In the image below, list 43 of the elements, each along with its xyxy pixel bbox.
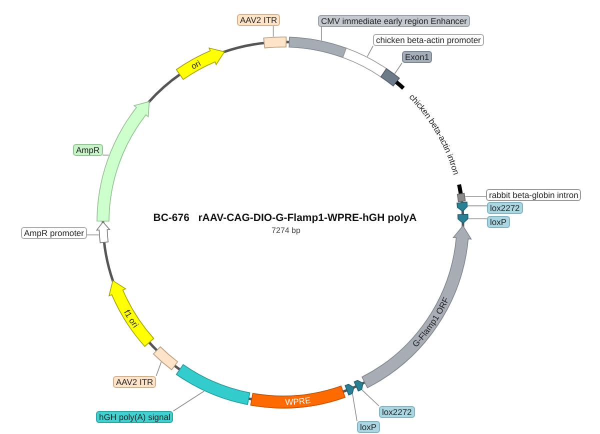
- leader-line: [464, 196, 486, 197]
- feature-label: AAV2 ITR: [237, 14, 280, 26]
- feature-label: hGH poly(A) signal: [96, 411, 174, 423]
- feature-label: Exon1: [402, 51, 432, 63]
- gene-feature-block: [96, 222, 110, 244]
- feature-label: rabbit beta-globin intron: [486, 189, 582, 201]
- site-marker: [456, 202, 468, 212]
- leader-line: [321, 26, 322, 41]
- feature-label: CMV immediate early region Enhancer: [318, 15, 470, 27]
- sequence-length: 7274 bp: [272, 226, 300, 236]
- map-title: BC-676 rAAV-CAG-DIO-G-Flamp1-WPRE-hGH polyA: [153, 212, 417, 224]
- feature-label: AmpR: [73, 144, 103, 156]
- feature-label: loxP: [487, 216, 510, 228]
- leader-line: [352, 394, 358, 422]
- feature-label: lox2272: [379, 406, 415, 418]
- feature-label: AmpR promoter: [21, 227, 87, 239]
- leader-line: [394, 62, 402, 74]
- leader-line: [468, 205, 488, 206]
- leader-line: [156, 362, 162, 376]
- site-marker: [354, 380, 364, 392]
- site-marker: [344, 384, 354, 396]
- feature-label: chicken beta-actin promoter: [373, 34, 484, 46]
- leader-line: [366, 46, 374, 58]
- feature-label: AAV2 ITR: [113, 376, 156, 388]
- feature-label: lox2272: [487, 202, 523, 214]
- leader-line: [468, 218, 488, 220]
- leader-line: [362, 390, 380, 406]
- feature-segment: [342, 48, 387, 78]
- feature-block: WPRE: [250, 386, 346, 408]
- leader-line: [272, 26, 274, 38]
- feature-block: [263, 36, 287, 48]
- feature-segment: [456, 192, 466, 202]
- leader-line: [102, 154, 110, 156]
- feature-segment: [176, 364, 250, 405]
- feature-block: [152, 346, 178, 370]
- site-marker: [457, 214, 468, 224]
- feature-label: loxP: [357, 421, 380, 433]
- gene-feature-block: ori: [176, 48, 225, 80]
- feature-segment: [288, 36, 347, 58]
- feature-block: [380, 68, 400, 86]
- gene-feature-block: f1 ori: [108, 280, 154, 347]
- leader-line: [86, 234, 100, 236]
- leader-line: [172, 390, 205, 412]
